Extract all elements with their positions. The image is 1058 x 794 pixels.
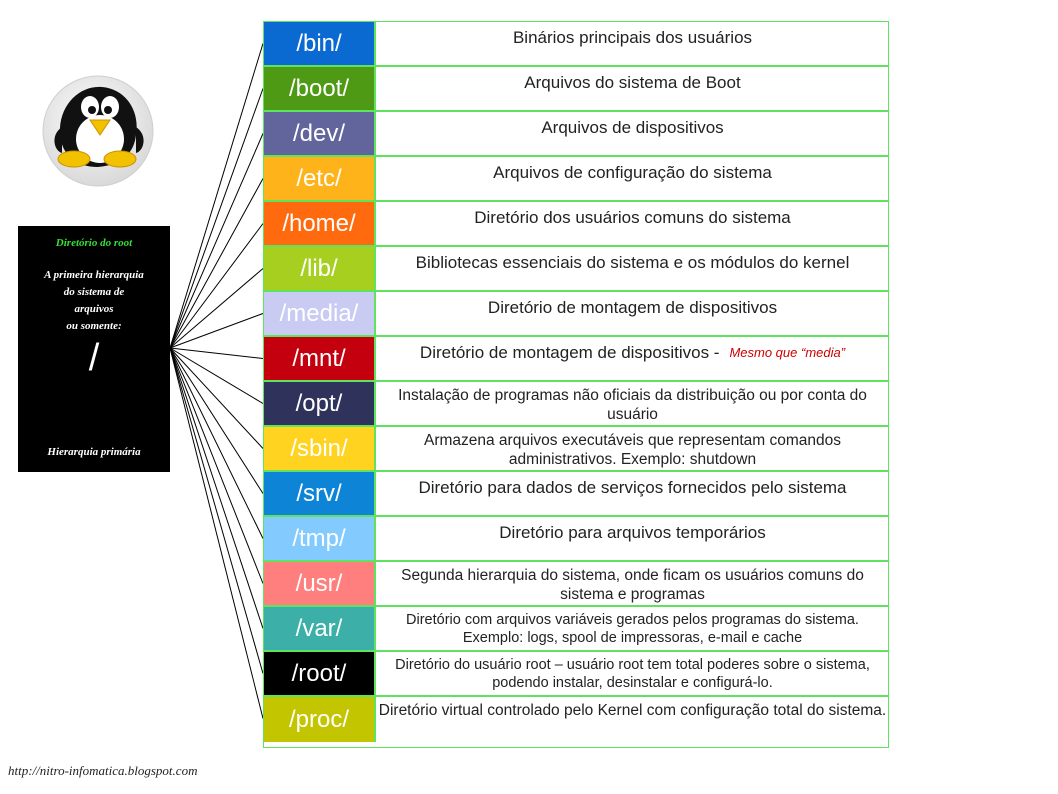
directory-row: /var/Diretório com arquivos variáveis ge… [264,607,888,652]
connector-line [169,133,264,349]
connector-line [169,347,264,539]
directory-description-text: Arquivos do sistema de Boot [524,72,741,92]
connector-line [169,178,264,349]
directory-name: /boot/ [264,67,376,110]
connector-line [169,347,264,404]
directory-description-text: Binários principais dos usuários [512,27,753,47]
footer-url: http://nitro-infomatica.blogspot.com [8,763,198,778]
root-description: A primeira hierarquia do sistema de arqu… [44,269,144,332]
directory-name: /proc/ [264,697,376,742]
directory-row: /dev/Arquivos de dispositivos [264,112,888,157]
directory-row: /opt/Instalação de programas não oficiai… [264,382,888,427]
root-directory-box: Diretório do root A primeira hierarquia … [18,226,170,472]
directory-description: Arquivos de configuração do sistema [377,151,888,194]
directory-description: Binários principais dos usuários [377,16,888,59]
directory-description: Diretório com arquivos variáveis gerados… [377,607,888,650]
directory-note: Mesmo que “media” [729,344,846,360]
directory-name: /home/ [264,202,376,245]
directory-description-text: Bibliotecas essenciais do sistema e os m… [415,252,850,272]
directory-description: Diretório para dados de serviços forneci… [377,466,888,509]
directory-description-text: Diretório para dados de serviços forneci… [418,477,847,497]
directory-row: /etc/Arquivos de configuração do sistema [264,157,888,202]
directory-description: Diretório do usuário root – usuário root… [377,652,888,695]
directory-description: Diretório dos usuários comuns do sistema [377,196,888,239]
connector-line [169,347,264,584]
directory-row: /proc/Diretório virtual controlado pelo … [264,697,888,742]
directory-description-text: Diretório virtual controlado pelo Kernel… [378,702,887,719]
directory-name: /usr/ [264,562,376,605]
connector-line [169,347,264,359]
directory-description: Diretório de montagem de dispositivos - M… [377,331,888,374]
directory-name: /mnt/ [264,337,376,380]
directory-description-text: Diretório do usuário root – usuário root… [395,657,870,691]
directory-description-text: Arquivos de dispositivos [541,117,724,137]
directory-description: Bibliotecas essenciais do sistema e os m… [377,241,888,284]
directory-row: /media/Diretório de montagem de disposit… [264,292,888,337]
directory-description-text: Diretório de montagem de dispositivos [487,297,778,317]
directory-description: Diretório virtual controlado pelo Kernel… [377,697,888,742]
directory-row: /srv/Diretório para dados de serviços fo… [264,472,888,517]
directory-row: /root/Diretório do usuário root – usuári… [264,652,888,697]
directory-description-text: Segunda hierarquia do sistema, onde fica… [401,567,864,603]
directory-description-text: Armazena arquivos executáveis que repres… [423,432,841,468]
connector-line [169,347,264,719]
directory-description-text: Diretório para arquivos temporários [499,522,766,542]
root-footer: Hierarquia primária [47,446,141,458]
directory-description: Diretório de montagem de dispositivos [377,286,888,329]
directory-row: /usr/Segunda hierarquia do sistema, onde… [264,562,888,607]
directory-row: /boot/Arquivos do sistema de Boot [264,67,888,112]
directory-description: Instalação de programas não oficiais da … [377,382,888,425]
directory-description: Diretório para arquivos temporários [377,511,888,554]
directory-row: /bin/Binários principais dos usuários [264,22,888,67]
directory-description-text: Instalação de programas não oficiais da … [398,387,867,423]
root-title: Diretório do root [55,237,133,249]
connector-line [169,347,264,494]
directory-description-text: Diretório com arquivos variáveis gerados… [406,612,859,646]
directory-name: /srv/ [264,472,376,515]
directory-description: Segunda hierarquia do sistema, onde fica… [377,562,888,605]
connector-line [169,223,264,349]
directory-name: /sbin/ [264,427,376,470]
directory-name: /bin/ [264,22,376,65]
connector-line [169,313,264,349]
root-slash-symbol: / [88,337,100,379]
directory-table: /bin/Binários principais dos usuários/bo… [263,21,889,748]
directory-description-text: Diretório dos usuários comuns do sistema [474,207,791,227]
connector-line [169,88,264,349]
directory-name: /media/ [264,292,376,335]
directory-description: Arquivos do sistema de Boot [377,61,888,104]
tux-penguin-logo [42,75,154,187]
directory-description: Armazena arquivos executáveis que repres… [377,427,888,470]
connector-line [169,347,264,629]
connector-line [169,347,264,449]
directory-row: /mnt/Diretório de montagem de dispositiv… [264,337,888,382]
directory-description-text: Diretório de montagem de dispositivos - [419,342,720,362]
connector-line [169,347,264,674]
directory-row: /sbin/Armazena arquivos executáveis que … [264,427,888,472]
directory-name: /opt/ [264,382,376,425]
directory-name: /etc/ [264,157,376,200]
directory-name: /root/ [264,652,376,695]
directory-description-text: Arquivos de configuração do sistema [493,162,772,182]
directory-row: /home/Diretório dos usuários comuns do s… [264,202,888,247]
connector-line [169,43,264,349]
directory-name: /tmp/ [264,517,376,560]
connector-line [169,268,264,349]
directory-name: /var/ [264,607,376,650]
directory-row: /lib/Bibliotecas essenciais do sistema e… [264,247,888,292]
directory-description: Arquivos de dispositivos [377,106,888,149]
directory-name: /lib/ [264,247,376,290]
directory-name: /dev/ [264,112,376,155]
directory-row: /tmp/Diretório para arquivos temporários [264,517,888,562]
